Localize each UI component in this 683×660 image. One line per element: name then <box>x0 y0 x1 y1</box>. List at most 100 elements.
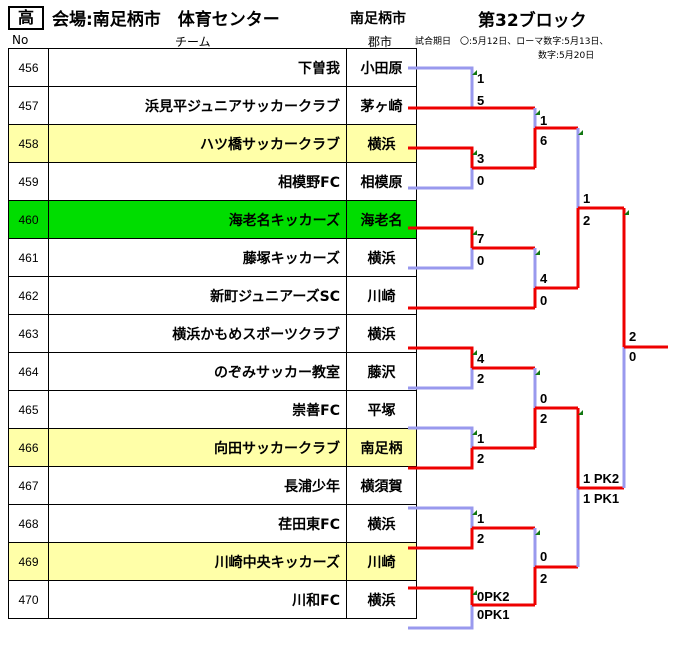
score-r1g-top: 0PK2 <box>477 589 510 604</box>
team-city: 藤沢 <box>346 352 417 391</box>
team-name: 浜見平ジュニアサッカークラブ <box>48 86 347 125</box>
score-r3b-bot: 1 PK1 <box>583 491 620 506</box>
schedule-note-line1: 試合期日 〇:5月12日、ローマ数字:5月13日、 <box>415 37 609 47</box>
team-name: ハツ橋サッカークラブ <box>48 124 347 163</box>
match-marker <box>535 110 540 115</box>
team-number: 468 <box>8 504 49 543</box>
match-marker <box>624 210 629 215</box>
team-name: 藤塚キッカーズ <box>48 238 347 277</box>
team-city: 横浜 <box>346 314 417 353</box>
column-header-city: 郡市 <box>368 35 393 49</box>
team-city: 海老名 <box>346 200 417 239</box>
team-name: 荏田東FC <box>48 504 347 543</box>
score-r1d-bot: 2 <box>477 371 485 386</box>
match-marker <box>472 510 477 515</box>
score-r2b-top: 4 <box>540 271 548 286</box>
score-r3b-top: 1 PK2 <box>583 471 620 486</box>
team-name: 長浦少年 <box>48 466 347 505</box>
r1f-top <box>408 506 474 528</box>
r1a-top <box>408 66 474 108</box>
team-city: 平塚 <box>346 390 417 429</box>
score-r2a-top: 1 <box>540 113 548 128</box>
team-number: 466 <box>8 428 49 467</box>
score-r1g-bot: 0PK1 <box>477 607 510 622</box>
score-r2c-bot: 2 <box>540 411 548 426</box>
match-marker <box>472 590 477 595</box>
block-title: 第32ブロック <box>478 11 587 31</box>
r1b-top <box>408 146 474 168</box>
score-r1b-bot: 0 <box>477 173 485 188</box>
team-name: 川和FC <box>48 580 347 619</box>
score-r1f-bot: 2 <box>477 531 485 546</box>
score-r1e-top: 1 <box>477 431 485 446</box>
r1e-top <box>408 426 474 448</box>
team-number: 456 <box>8 48 49 87</box>
r1g-bottom <box>408 605 474 630</box>
schedule-note-line2: 数字:5月20日 <box>538 51 595 61</box>
team-city: 相模原 <box>346 162 417 201</box>
score-r3a-bot: 2 <box>583 213 591 228</box>
score-r4-top: 2 <box>629 329 637 344</box>
team-city: 横浜 <box>346 504 417 543</box>
team-city: 茅ヶ崎 <box>346 86 417 125</box>
match-marker <box>472 70 477 75</box>
score-r1f-top: 1 <box>477 511 485 526</box>
match-marker <box>472 230 477 235</box>
match-marker <box>472 150 477 155</box>
r1d-top <box>408 346 474 368</box>
match-marker <box>535 370 540 375</box>
match-marker <box>535 250 540 255</box>
team-name: 崇善FC <box>48 390 347 429</box>
team-number: 458 <box>8 124 49 163</box>
r1e-bottom <box>408 448 474 470</box>
score-r4-bot: 0 <box>629 349 637 364</box>
r1g-top <box>408 586 474 605</box>
r1f-bottom <box>408 528 474 550</box>
score-r1c-top: 7 <box>477 231 485 246</box>
venue-title: 会場:南足柄市 体育センター <box>52 10 280 30</box>
r1d-bottom <box>408 368 474 390</box>
score-r2a-bot: 6 <box>540 133 548 148</box>
score-r2c-top: 0 <box>540 391 548 406</box>
score-r2d-bot: 2 <box>540 571 548 586</box>
score-r1c-bot: 0 <box>477 253 485 268</box>
r1c-top <box>408 226 474 248</box>
column-header-team: チーム <box>175 35 211 49</box>
score-r3a-top: 1 <box>583 191 591 206</box>
team-city: 川崎 <box>346 542 417 581</box>
team-name: 新町ジュニアーズSC <box>48 276 347 315</box>
team-number: 467 <box>8 466 49 505</box>
r1c-bottom <box>408 248 474 270</box>
score-r1a-top: 1 <box>477 71 485 86</box>
team-name: のぞみサッカー教室 <box>48 352 347 391</box>
score-r2b-bot: 0 <box>540 293 548 308</box>
host-city: 南足柄市 <box>350 11 406 27</box>
match-marker <box>578 410 583 415</box>
team-name: 海老名キッカーズ <box>48 200 347 239</box>
score-r1d-top: 4 <box>477 351 485 366</box>
score-r2d-top: 0 <box>540 549 548 564</box>
team-city: 横須賀 <box>346 466 417 505</box>
score-r1a-bot: 5 <box>477 93 485 108</box>
team-number: 464 <box>8 352 49 391</box>
team-name: 下曽我 <box>48 48 347 87</box>
score-r1e-bot: 2 <box>477 451 485 466</box>
r1b-bottom <box>408 168 474 190</box>
match-marker <box>472 430 477 435</box>
match-marker <box>535 530 540 535</box>
team-city: 南足柄 <box>346 428 417 467</box>
team-city: 横浜 <box>346 124 417 163</box>
team-number: 469 <box>8 542 49 581</box>
team-number: 460 <box>8 200 49 239</box>
team-number: 465 <box>8 390 49 429</box>
